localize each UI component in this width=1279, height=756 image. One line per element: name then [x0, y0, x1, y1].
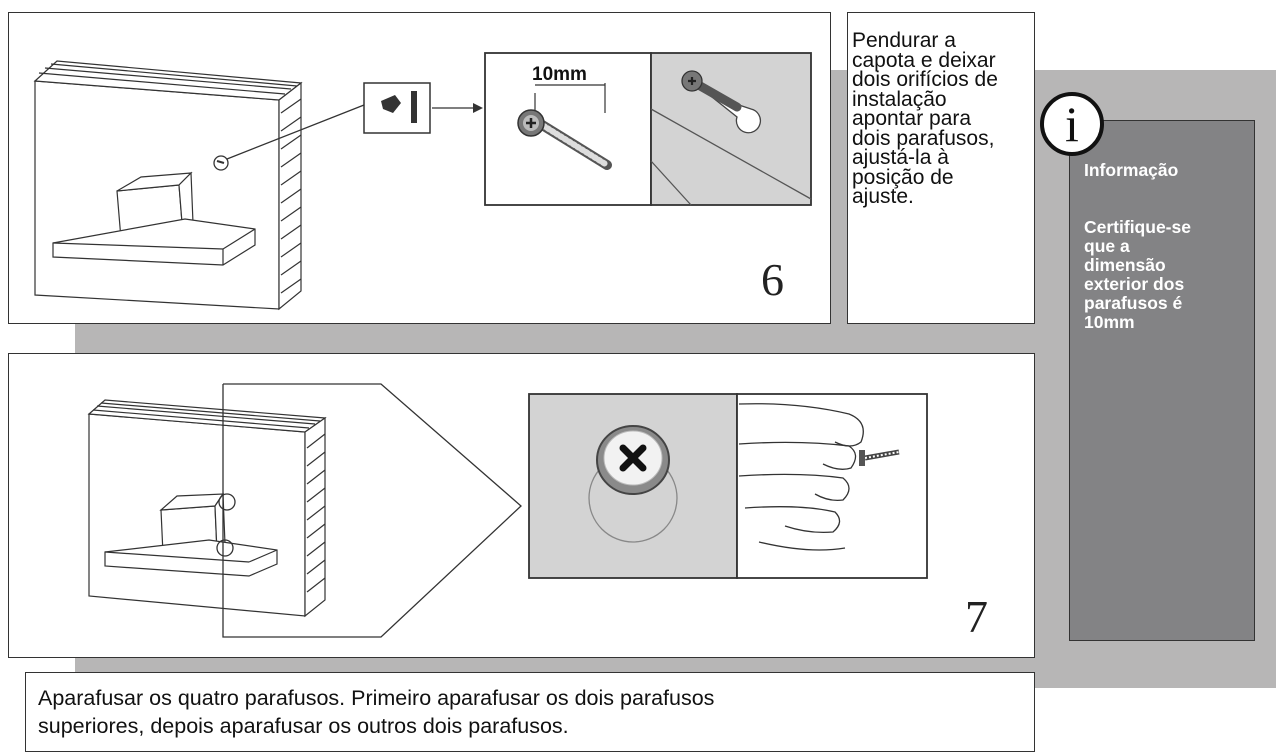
- step-6-illustration: [33, 52, 812, 311]
- hand-detail-box: [736, 393, 928, 579]
- hand-icon: [738, 403, 864, 551]
- step-7-instruction-box: Aparafusar os quatro parafusos. Primeiro…: [25, 672, 1035, 752]
- arrow-right-icon: [473, 103, 483, 113]
- step-6-instruction-text: Pendurar a capota e deixar dois orifício…: [852, 29, 998, 208]
- step-7-instruction-text: Aparafusar os quatro parafusos. Primeiro…: [38, 686, 715, 738]
- info-text: Certifique-se que a dimensão exterior do…: [1084, 217, 1191, 332]
- step-6-number: 6: [761, 254, 784, 305]
- info-icon: i: [1040, 92, 1104, 156]
- background-band-lower: [75, 655, 1035, 673]
- screw-icon: [517, 109, 612, 170]
- info-title: Informação: [1084, 160, 1179, 180]
- measurement-label: 10mm: [532, 64, 587, 85]
- step-7-illustration: [87, 383, 928, 638]
- step-6-panel: 10mm 6: [8, 12, 831, 324]
- screw-detail-box: [484, 52, 652, 206]
- wall-drawing: [33, 60, 303, 311]
- zoom-outline: [222, 383, 522, 638]
- keyhole-detail-box: [650, 52, 812, 206]
- info-panel: Informação Certifique-se que a dimensão …: [1069, 120, 1255, 641]
- small-screw-icon: [859, 449, 900, 466]
- wall-drawing: [87, 399, 327, 618]
- keyhole-icon: [681, 70, 762, 134]
- step-7-number: 7: [965, 591, 988, 642]
- step-6-instruction-box: Pendurar a capota e deixar dois orifício…: [847, 12, 1035, 324]
- step-7-panel: 7: [8, 353, 1035, 658]
- info-icon-letter: i: [1065, 96, 1079, 152]
